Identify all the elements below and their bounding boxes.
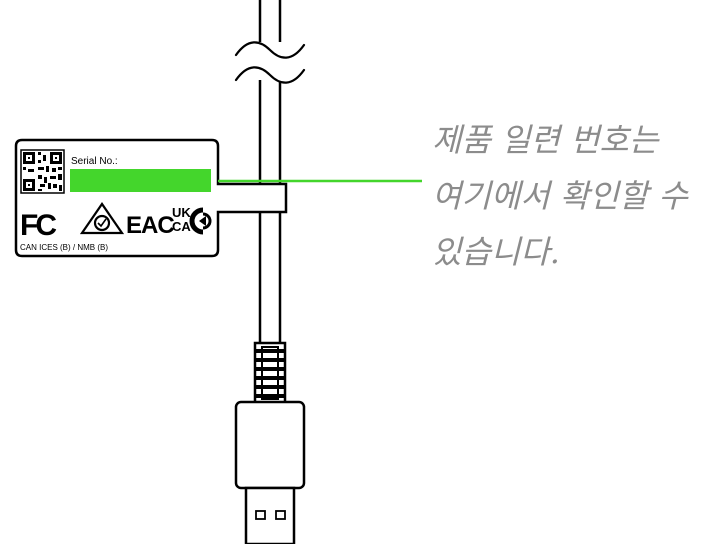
serial-number-label: Serial No.:: [71, 156, 118, 167]
ukca-icon: UK CA: [172, 205, 191, 234]
cable-label-tag: Serial No.: FC EAC UK CA CAN ICES (B) / …: [14, 138, 288, 258]
cable-upper: [258, 0, 282, 42]
callout-line-3: 있습니다.: [432, 233, 560, 271]
svg-text:UK: UK: [172, 205, 191, 220]
cable-break-icon: [234, 41, 306, 84]
eac-icon: EAC: [126, 212, 174, 239]
fcc-icon: FC: [20, 209, 56, 242]
svg-text:CA: CA: [172, 219, 191, 234]
qr-code-icon: [20, 149, 65, 194]
usb-a-plug-icon: [234, 400, 306, 544]
rcm-icon: [189, 207, 212, 235]
kc-certification-icon: [79, 202, 125, 235]
callout-line-2: 여기에서 확인할 수: [432, 177, 688, 215]
serial-number-field: [70, 169, 211, 192]
strain-relief: [253, 341, 287, 405]
callout-text: 제품 일련 번호는 여기에서 확인할 수 있습니다.: [432, 112, 722, 280]
certification-footer: CAN ICES (B) / NMB (B): [20, 243, 108, 252]
callout-line-1: 제품 일련 번호는: [432, 121, 659, 159]
